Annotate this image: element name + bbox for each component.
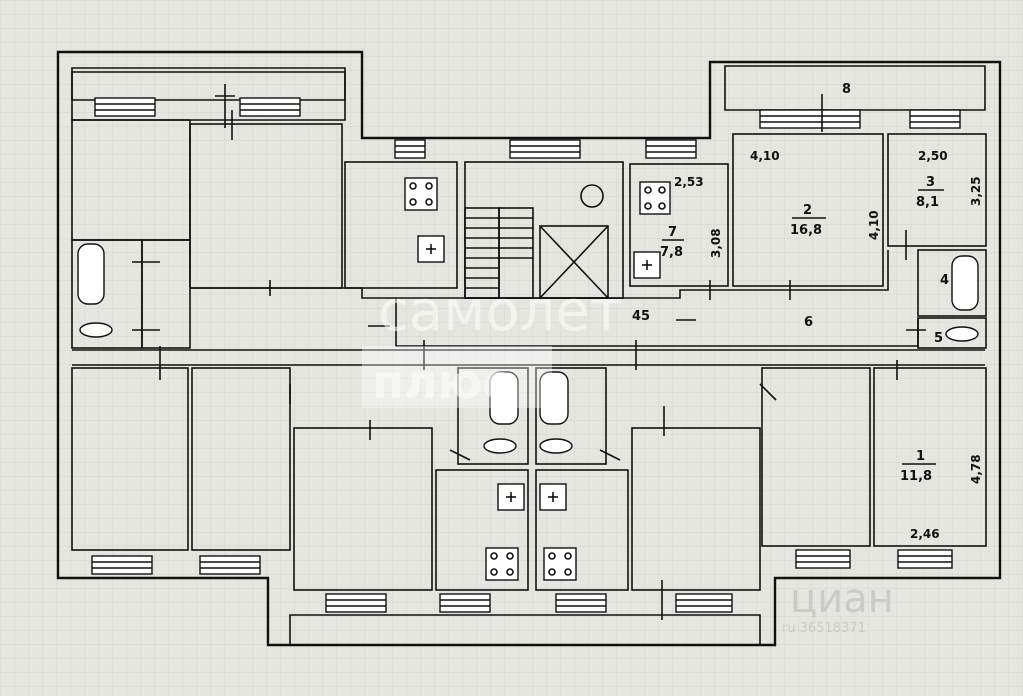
watermark-samolet: самолет xyxy=(378,279,622,344)
label-hall6: 6 xyxy=(804,315,813,330)
sink-icons xyxy=(417,235,661,511)
door-marks xyxy=(132,84,926,620)
bathroom-bottom-right xyxy=(535,367,607,465)
balcony-left xyxy=(71,67,346,101)
outer-wall xyxy=(56,50,1002,647)
label-room3-top: 2,50 xyxy=(918,149,948,163)
label-kitchen7-top: 2,53 xyxy=(674,175,704,189)
label-balcony-right: 8 xyxy=(842,82,851,97)
bathroom-bottom-left xyxy=(457,367,529,465)
room-bottom-right-2 xyxy=(761,367,871,547)
windows xyxy=(91,97,961,613)
label-room1-bottom: 2,46 xyxy=(910,527,940,541)
label-room1-num: 1 xyxy=(916,449,925,464)
label-kitchen7-area: 7,8 xyxy=(660,245,683,260)
balcony-bottom xyxy=(289,614,761,646)
corridor-top xyxy=(396,250,889,299)
room-bottom-left-3 xyxy=(293,427,433,591)
label-bath4: 4 xyxy=(940,273,949,288)
label-room2-side: 4,10 xyxy=(867,210,881,240)
room-bottom-left-2 xyxy=(191,367,291,551)
label-room3-side: 3,25 xyxy=(969,176,983,206)
label-kitchen7-num: 7 xyxy=(668,225,677,240)
label-corridor45: 45 xyxy=(632,309,650,324)
label-room2-top: 4,10 xyxy=(750,149,780,163)
kitchen-bottom-right xyxy=(535,469,629,591)
elevator-cross-2 xyxy=(539,225,609,299)
label-wc5: 5 xyxy=(934,331,943,346)
watermark-plus-box xyxy=(362,346,552,408)
label-room3-area: 8,1 xyxy=(916,195,939,210)
label-room1-side: 4,78 xyxy=(969,454,983,484)
label-room2-area: 16,8 xyxy=(790,223,822,238)
stove-icons xyxy=(404,177,671,581)
bathtub-icons xyxy=(77,243,979,425)
room-1 xyxy=(873,367,987,547)
watermark-cian-code: ru 36518371 xyxy=(782,621,866,636)
toilet-icons xyxy=(79,322,979,454)
label-room3-num: 3 xyxy=(926,175,935,190)
label-kitchen7-side: 3,08 xyxy=(709,228,723,258)
room-2 xyxy=(732,133,884,287)
label-room1-area: 11,8 xyxy=(900,469,932,484)
bathroom-4 xyxy=(917,249,987,317)
chute-circle xyxy=(580,184,604,208)
hall-left xyxy=(141,239,191,349)
watermark-plus: плюс xyxy=(372,355,509,409)
kitchen-top-left xyxy=(344,161,458,289)
kitchen-7 xyxy=(629,163,729,287)
room-3 xyxy=(887,133,987,247)
balcony-right xyxy=(724,65,986,111)
room-bottom-right-3 xyxy=(631,427,761,591)
room-bottom-left-1 xyxy=(71,367,189,551)
kitchen-bottom-left xyxy=(435,469,529,591)
label-room2-num: 2 xyxy=(803,203,812,218)
watermark-cian: циан xyxy=(790,576,894,622)
